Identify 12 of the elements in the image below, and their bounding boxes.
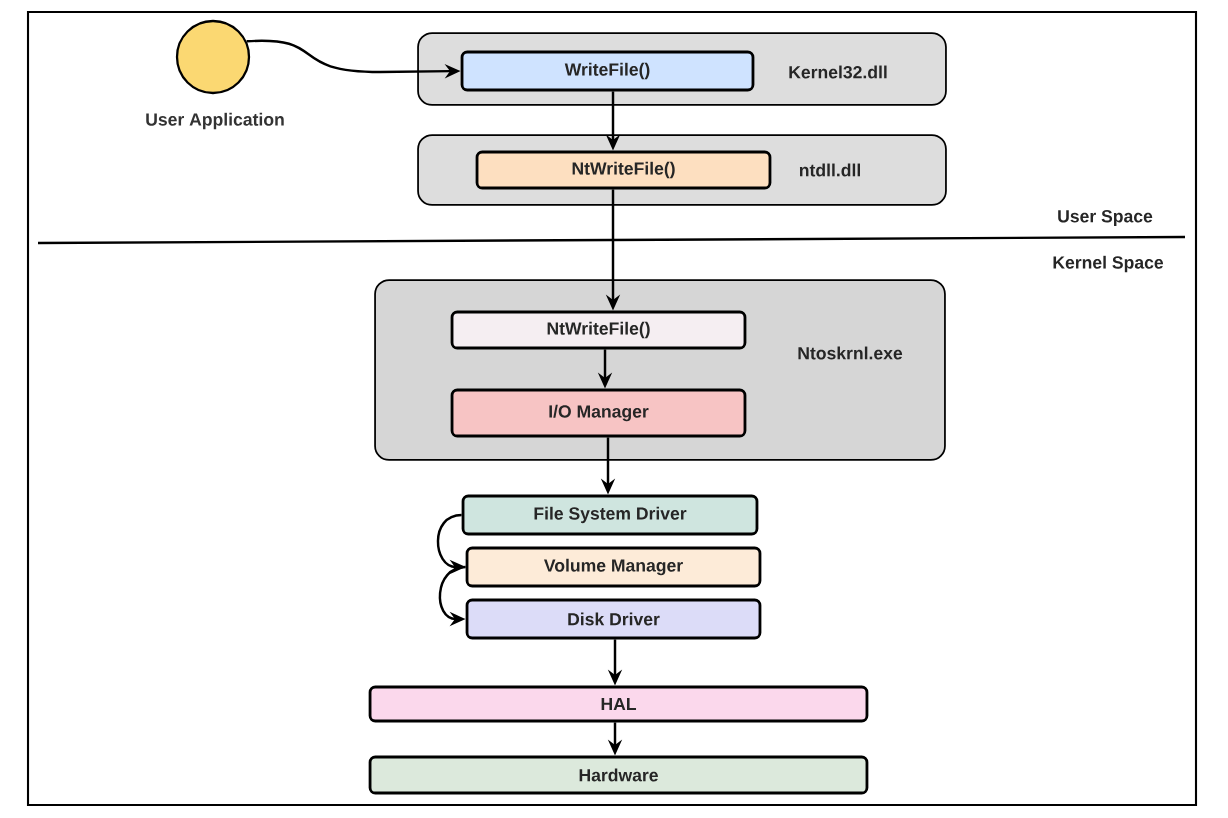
process-box: NtWriteFile() (475, 150, 772, 190)
process-box: HAL (368, 685, 869, 723)
process-box: Hardware (368, 755, 869, 795)
process-box: I/O Manager (450, 388, 747, 438)
region-label: User Space (1058, 210, 1153, 226)
node-label: User Application (146, 112, 284, 130)
process-box: NtWriteFile() (450, 310, 747, 350)
process-box: WriteFile() (460, 50, 755, 92)
process-box: File System Driver (461, 494, 759, 536)
process-box: Volume Manager (465, 546, 762, 588)
region-label: Kernel Space (1053, 255, 1164, 273)
process-box: Disk Driver (465, 598, 762, 640)
